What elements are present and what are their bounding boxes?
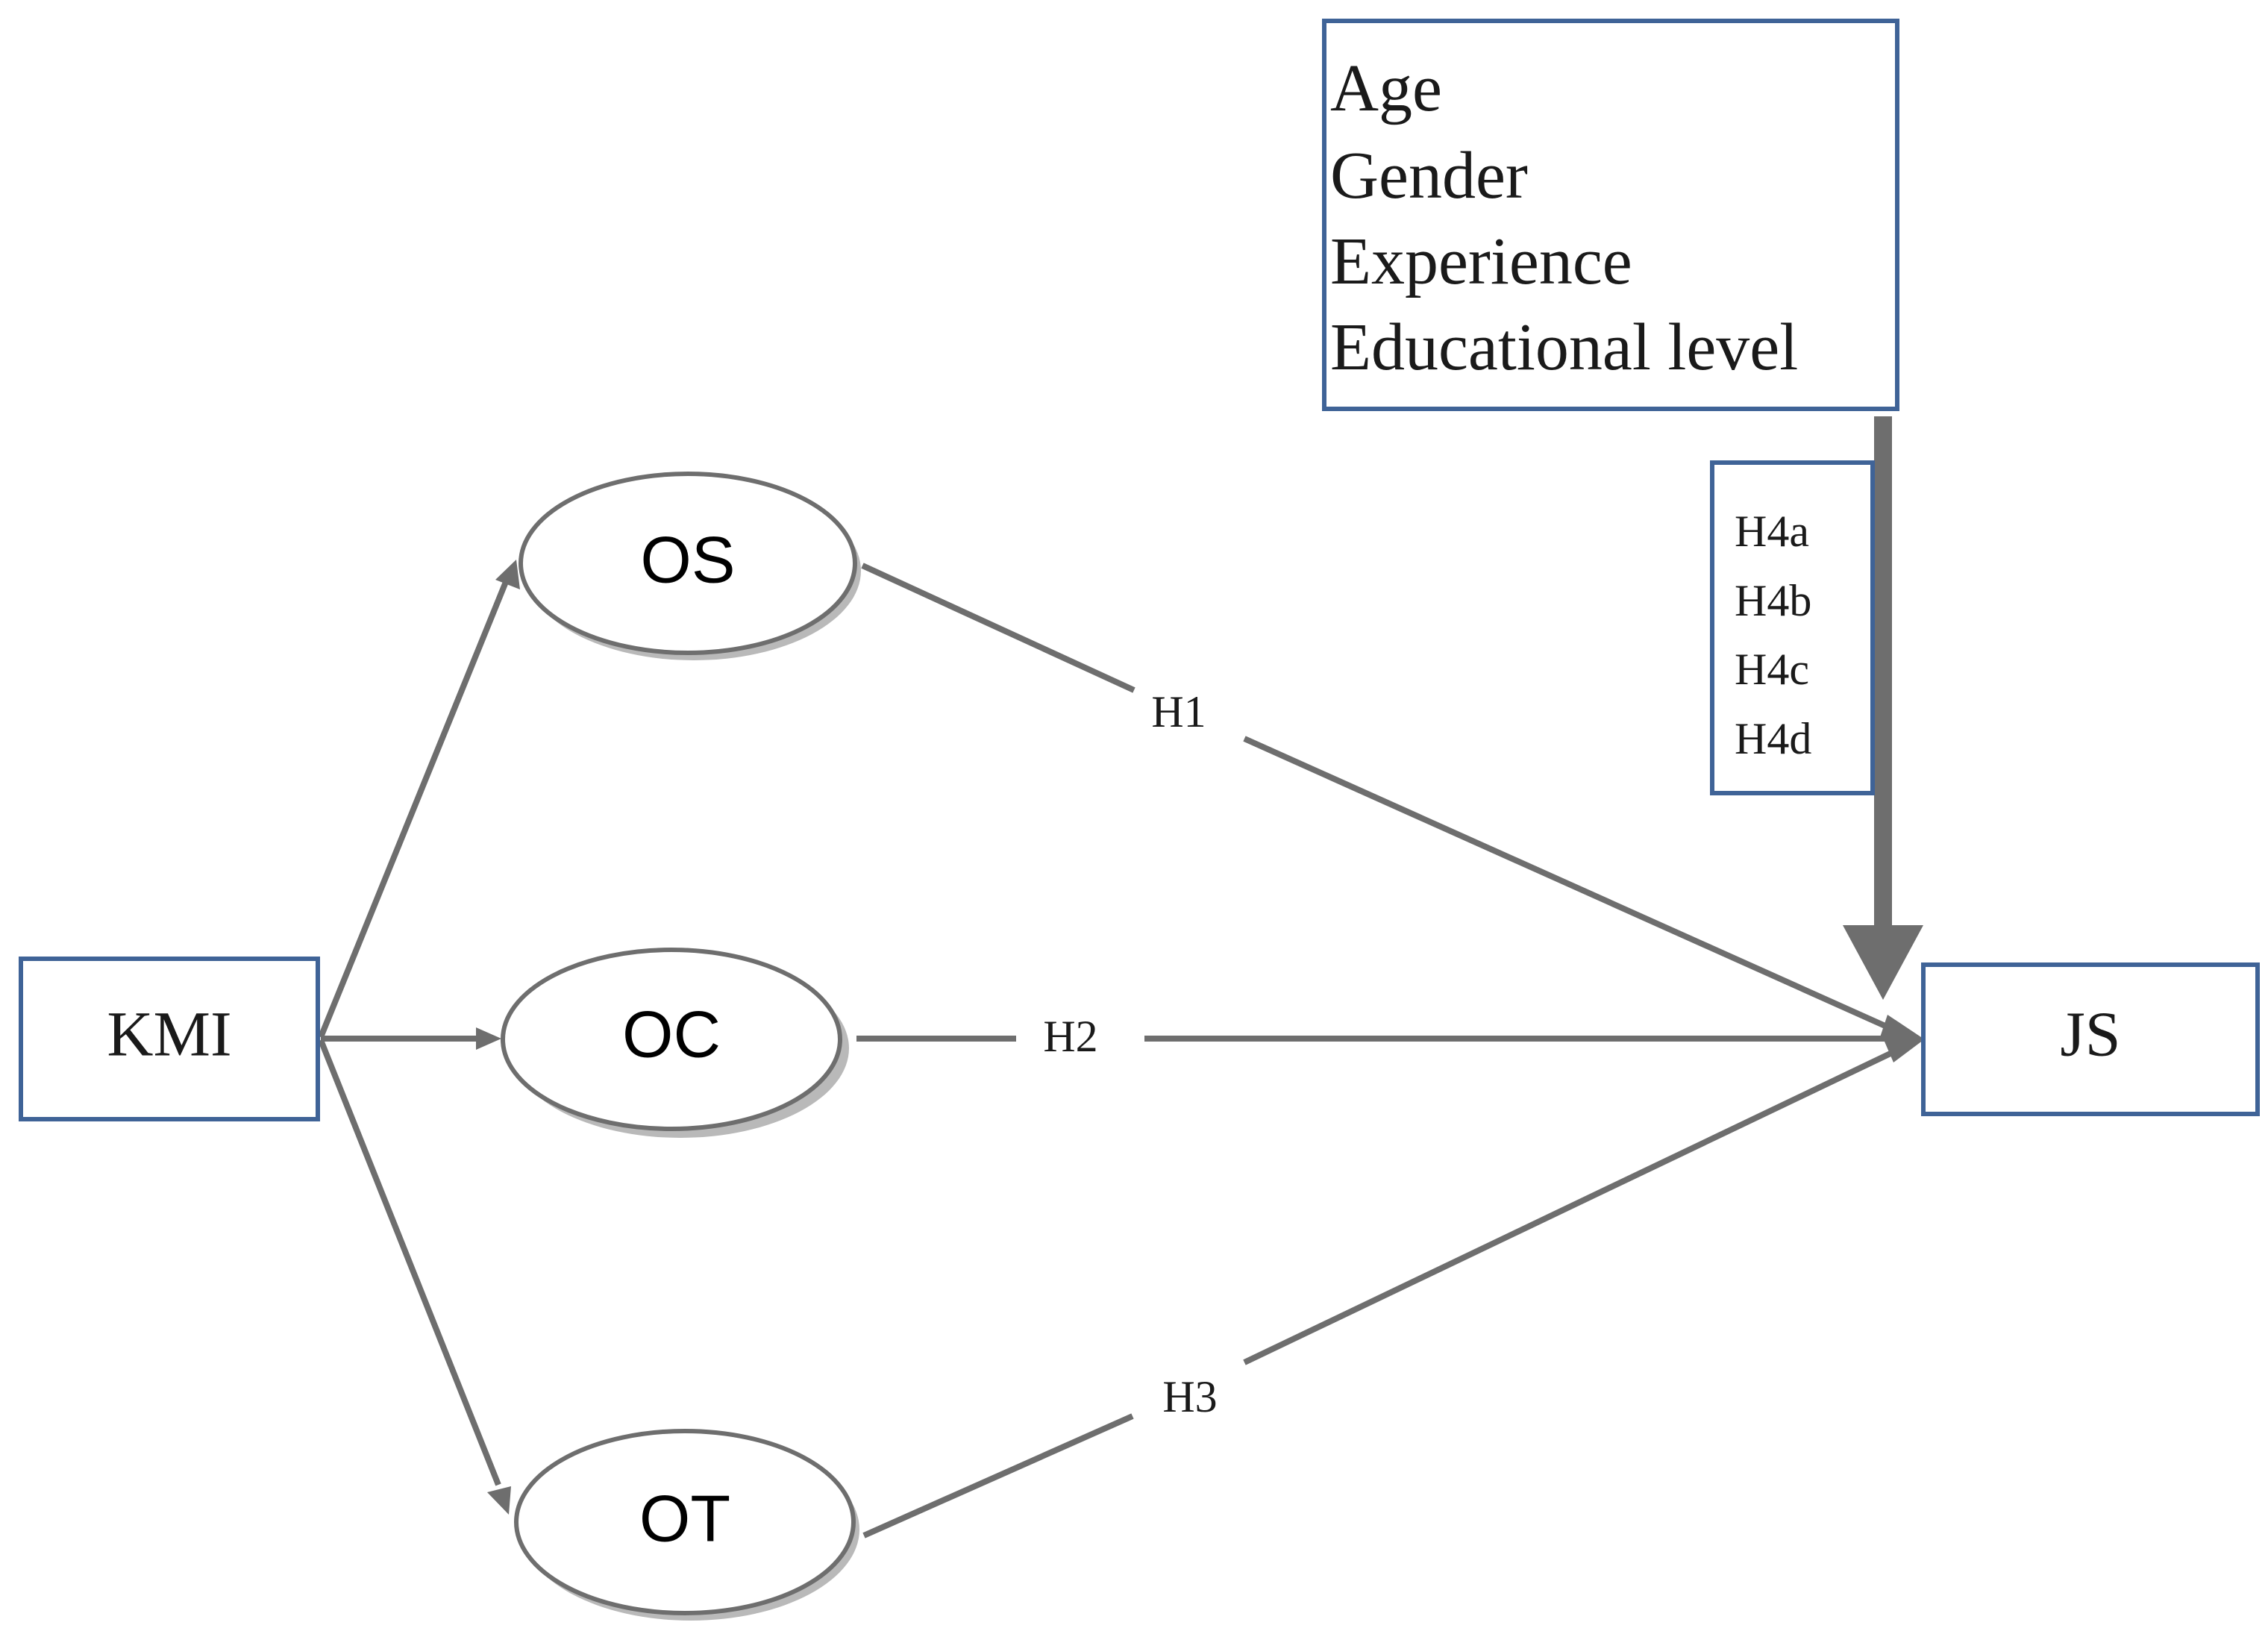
ot-label: OT bbox=[639, 1481, 730, 1555]
os-label: OS bbox=[640, 522, 735, 596]
h1-label: H1 bbox=[1151, 687, 1206, 736]
oc-node bbox=[501, 948, 842, 1131]
moderators-box bbox=[1322, 19, 1899, 411]
arrowhead-oc bbox=[476, 1027, 501, 1050]
h4a-label: H4a bbox=[1735, 507, 1809, 556]
moderator-experience: Experience bbox=[1330, 225, 1632, 298]
ot-node bbox=[514, 1429, 856, 1615]
arrowhead-h3 bbox=[1885, 1040, 1923, 1062]
moderator-age: Age bbox=[1330, 51, 1442, 125]
h4d-label: H4d bbox=[1735, 714, 1811, 763]
moderator-gender: Gender bbox=[1330, 139, 1528, 213]
arrowhead-h1 bbox=[1880, 1015, 1923, 1039]
edge-kmi-ot bbox=[318, 1039, 501, 1486]
js-box bbox=[1921, 962, 2260, 1116]
edge-kmi-os bbox=[318, 577, 510, 1039]
edge-ot-js-b bbox=[1243, 1049, 1895, 1365]
moderator-educational-level: Educational level bbox=[1330, 310, 1798, 384]
kmi-box bbox=[19, 957, 320, 1121]
h4-box bbox=[1710, 460, 1875, 795]
kmi-label: KMI bbox=[107, 998, 231, 1070]
h2-label: H2 bbox=[1043, 1012, 1097, 1061]
oc-label: OC bbox=[622, 997, 721, 1071]
os-node bbox=[519, 472, 857, 655]
arrowhead-moderators bbox=[1843, 925, 1923, 1000]
edge-ot-js-a bbox=[862, 1413, 1134, 1538]
h4c-label: H4c bbox=[1735, 645, 1809, 694]
edge-os-js-b bbox=[1243, 736, 1895, 1033]
arrowhead-ot bbox=[487, 1486, 511, 1515]
h4b-label: H4b bbox=[1735, 576, 1811, 625]
edge-os-js-a bbox=[861, 563, 1135, 693]
js-label: JS bbox=[2060, 998, 2120, 1070]
h3-label: H3 bbox=[1162, 1372, 1217, 1421]
arrowhead-os bbox=[495, 560, 520, 589]
